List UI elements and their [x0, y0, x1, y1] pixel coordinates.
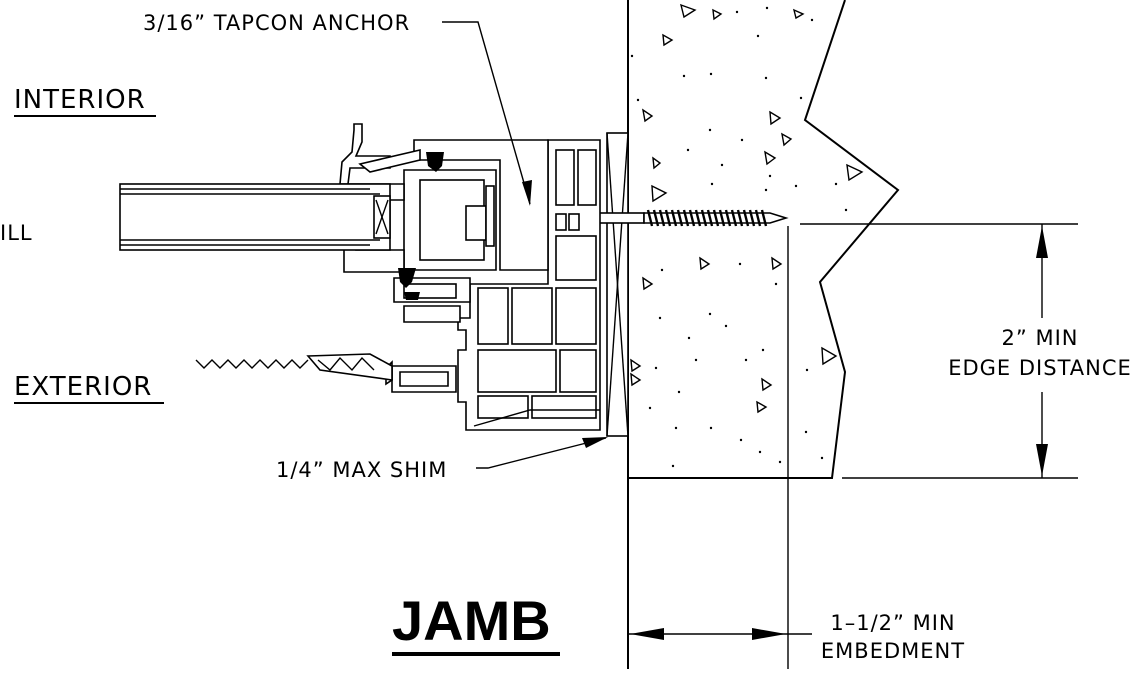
anchor-leader [442, 21, 532, 206]
edge-distance-dimension [800, 223, 1078, 479]
vinyl-frame-profile [339, 123, 601, 431]
glass-unit [119, 183, 391, 251]
shim [606, 132, 629, 437]
shim-leader [476, 437, 608, 469]
embedment-dimension [628, 226, 812, 669]
interior-label: INTERIOR [14, 85, 146, 115]
screw-threads [646, 209, 768, 227]
concrete-substrate [627, 0, 900, 669]
concrete-specks [630, 6, 848, 468]
concrete-aggregate [630, 3, 864, 414]
edge-distance-label-line1: 2” MIN [1002, 326, 1079, 350]
exterior-siding [195, 353, 393, 381]
edge-distance-label-line2: EDGE DISTANCE [948, 356, 1132, 380]
shim-label: 1/4” MAX SHIM [276, 458, 447, 482]
drawing-title: JAMB [392, 589, 551, 652]
embedment-label-line1: 1–1/2” MIN [830, 611, 955, 635]
anchor-label: 3/16” TAPCON ANCHOR [143, 11, 410, 35]
sill-fragment-label: ILL [0, 221, 33, 245]
embedment-label-line2: EMBEDMENT [821, 639, 965, 663]
exterior-label: EXTERIOR [14, 372, 152, 402]
